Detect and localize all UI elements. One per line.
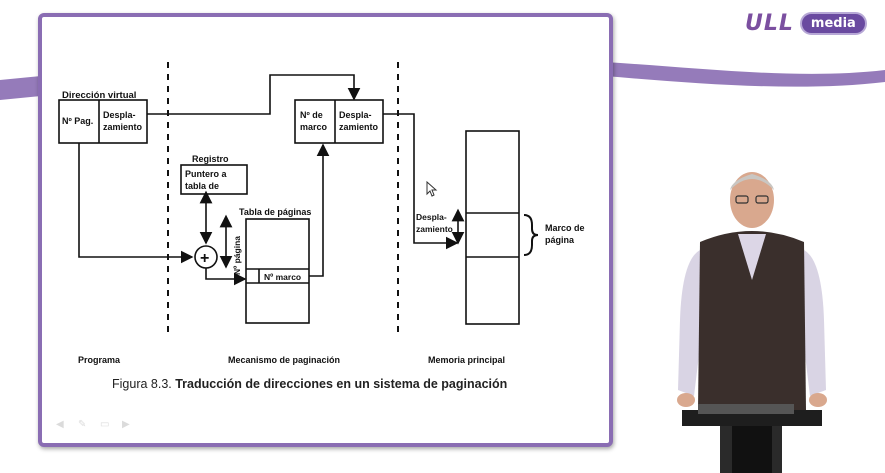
mecanismo-label: Mecanismo de paginación bbox=[228, 355, 340, 365]
registro-box bbox=[180, 164, 248, 195]
slide-controls: ◀ ✎ ▭ ▶ bbox=[56, 420, 136, 430]
memoria-label: Memoria principal bbox=[428, 355, 505, 365]
n-marco-label: Nº marco bbox=[264, 272, 301, 282]
desplaz-label-1: Despla- bbox=[103, 110, 136, 120]
adder-plus: + bbox=[200, 250, 209, 267]
marco-label: marco bbox=[300, 122, 328, 132]
marco-de-label-2: página bbox=[545, 235, 575, 245]
pen-icon[interactable]: ✎ bbox=[78, 419, 87, 430]
paging-diagram: Dirección virtual Nº Pag. Despla- zamien… bbox=[58, 62, 585, 365]
page-table-box bbox=[245, 218, 310, 324]
n-pagina-label: Nº página bbox=[232, 236, 242, 275]
desplaz2-label-2: zamiento bbox=[339, 122, 379, 132]
mem-desplaz-1: Despla- bbox=[416, 212, 447, 222]
offset-arrow bbox=[147, 74, 361, 115]
logo-pill: media bbox=[799, 11, 867, 35]
caption-title: Traducción de direcciones en un sistema … bbox=[175, 377, 508, 391]
tabla-paginas-label: Tabla de páginas bbox=[239, 207, 311, 217]
desplaz2-label-1: Despla- bbox=[339, 110, 372, 120]
frame-brace bbox=[523, 214, 539, 256]
puntero-label-1: Puntero a bbox=[185, 169, 228, 179]
programa-label: Programa bbox=[78, 355, 121, 365]
logo-text: ULL bbox=[745, 10, 794, 36]
slide-panel: Dirección virtual Nº Pag. Despla- zamien… bbox=[38, 13, 613, 447]
figure-caption: Figura 8.3. Traducción de direcciones en… bbox=[112, 377, 507, 391]
puntero-label-2: tabla de bbox=[185, 181, 219, 191]
registro-label: Registro bbox=[192, 154, 229, 164]
ull-media-logo: ULL media bbox=[745, 8, 867, 38]
desplaz-label-2: zamiento bbox=[103, 122, 143, 132]
physical-address-box bbox=[294, 99, 384, 144]
virtual-address-box bbox=[58, 99, 148, 144]
forward-icon[interactable]: ▶ bbox=[122, 419, 130, 430]
n-de-label: Nº de bbox=[300, 110, 323, 120]
adder-to-table-arrow bbox=[205, 268, 247, 286]
back-icon[interactable]: ◀ bbox=[56, 419, 64, 430]
presenter-image bbox=[677, 172, 827, 473]
menu-icon[interactable]: ▭ bbox=[100, 419, 110, 430]
n-pag-label: Nº Pag. bbox=[62, 116, 93, 126]
memory-arrow bbox=[383, 113, 459, 250]
mouse-cursor-icon bbox=[426, 181, 438, 197]
memory-box bbox=[465, 130, 520, 325]
mem-desplaz-2: zamiento bbox=[416, 224, 453, 234]
direccion-virtual-label: Dirección virtual bbox=[62, 90, 136, 101]
marco-de-label-1: Marco de bbox=[545, 223, 585, 233]
frame-number-arrow bbox=[309, 143, 330, 277]
page-number-arrow bbox=[78, 143, 194, 264]
caption-prefix: Figura 8.3. bbox=[112, 377, 176, 391]
